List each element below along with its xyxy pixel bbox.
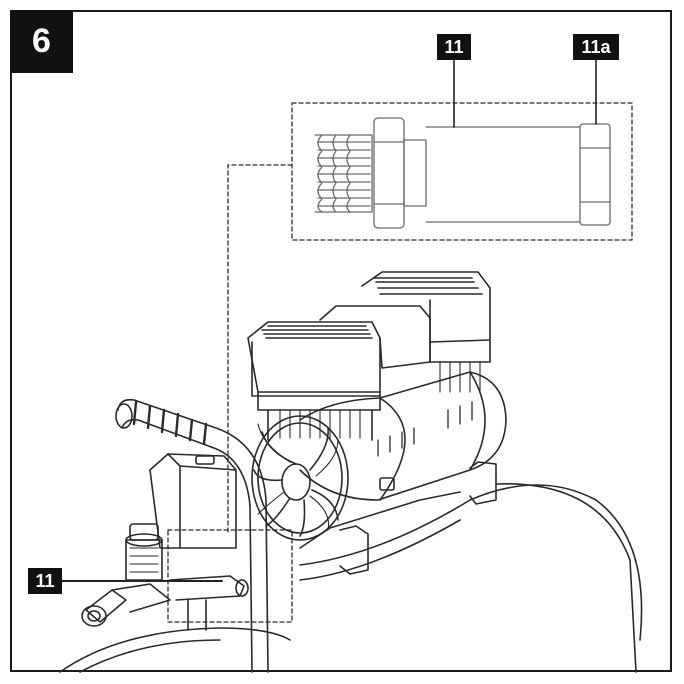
detail-leader-line	[227, 164, 293, 536]
pressure-regulator	[125, 523, 163, 581]
air-tank	[59, 483, 643, 673]
cooling-fan	[251, 415, 349, 541]
callout-label-11-detail: 11	[437, 34, 471, 60]
figure-frame	[10, 10, 672, 672]
cylinder-head-left	[247, 321, 381, 441]
detail-inset-box	[291, 102, 633, 241]
motor-housing	[299, 371, 507, 501]
safety-valve-detail	[314, 117, 611, 229]
safety-valve-on-machine	[169, 575, 249, 631]
callout-label-11a-detail: 11a	[573, 34, 619, 60]
callout-label-11-machine: 11	[28, 568, 62, 594]
motor-mount-front	[339, 525, 369, 575]
figure-number-badge: 6	[10, 10, 73, 73]
pressure-switch	[149, 453, 237, 549]
outlet-coupler	[81, 583, 171, 627]
carry-handle	[115, 398, 269, 673]
valve-highlight-box	[167, 529, 293, 623]
motor-mount-right	[469, 461, 497, 505]
